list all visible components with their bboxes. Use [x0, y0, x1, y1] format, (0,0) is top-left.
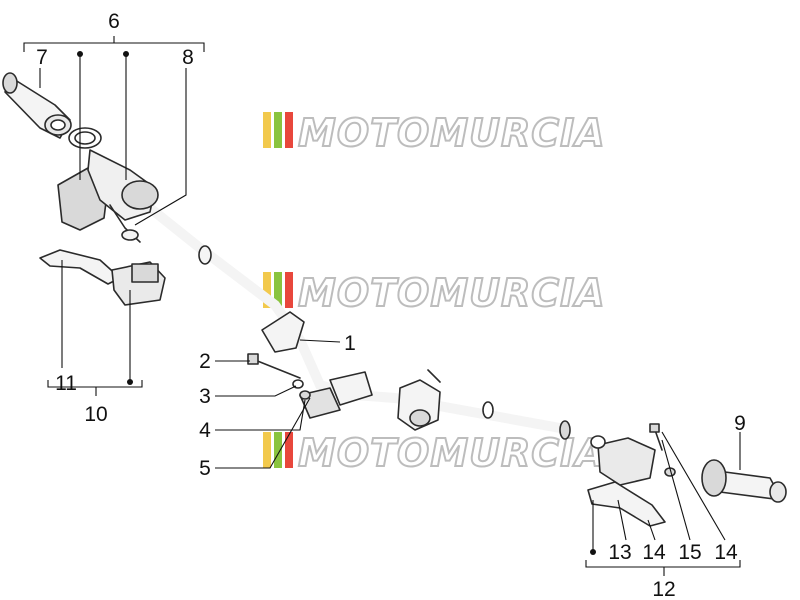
screw-15	[649, 423, 663, 451]
callout-1: 1	[344, 332, 356, 355]
watermark-text-middle: MOTOMURCIA	[298, 271, 606, 315]
callout-10: 10	[84, 403, 107, 426]
callout-12: 12	[652, 578, 675, 600]
right-pump	[590, 435, 656, 486]
watermark-bottom: MOTOMURCIA	[263, 430, 606, 476]
callout-2: 2	[199, 350, 211, 373]
left-brake-lever	[39, 249, 121, 285]
leader-lines	[23, 36, 741, 576]
callout-14b: 14	[714, 541, 738, 564]
left-brake-pump	[111, 261, 166, 306]
callout-5: 5	[199, 457, 211, 480]
right-brake-lever	[587, 481, 666, 527]
throttle-ring	[68, 127, 102, 149]
callout-3: 3	[199, 385, 211, 408]
callout-labels: 6 7 8 1 2 3 4 5 11 10 9 13 14 15 14 12	[36, 10, 746, 600]
callout-6: 6	[108, 10, 120, 33]
callout-4: 4	[199, 419, 211, 442]
left-grip-7	[2, 72, 72, 139]
handlebar-tube	[135, 195, 571, 440]
callout-9: 9	[734, 412, 746, 435]
callout-7: 7	[36, 46, 48, 69]
watermark-text-bottom: MOTOMURCIA	[298, 431, 606, 475]
right-grip-9	[701, 459, 787, 503]
callout-13: 13	[608, 541, 631, 564]
callout-11: 11	[55, 372, 77, 395]
watermark-text-top: MOTOMURCIA	[298, 111, 606, 155]
callout-14a: 14	[642, 541, 666, 564]
throttle-control	[87, 149, 159, 243]
watermark-middle: MOTOMURCIA	[263, 270, 606, 316]
watermark-top: MOTOMURCIA	[263, 110, 606, 156]
bolt-2	[247, 353, 301, 379]
callout-8: 8	[182, 46, 194, 69]
handlebar-clamp	[261, 311, 441, 431]
callout-15: 15	[678, 541, 701, 564]
nut-4	[299, 390, 311, 400]
